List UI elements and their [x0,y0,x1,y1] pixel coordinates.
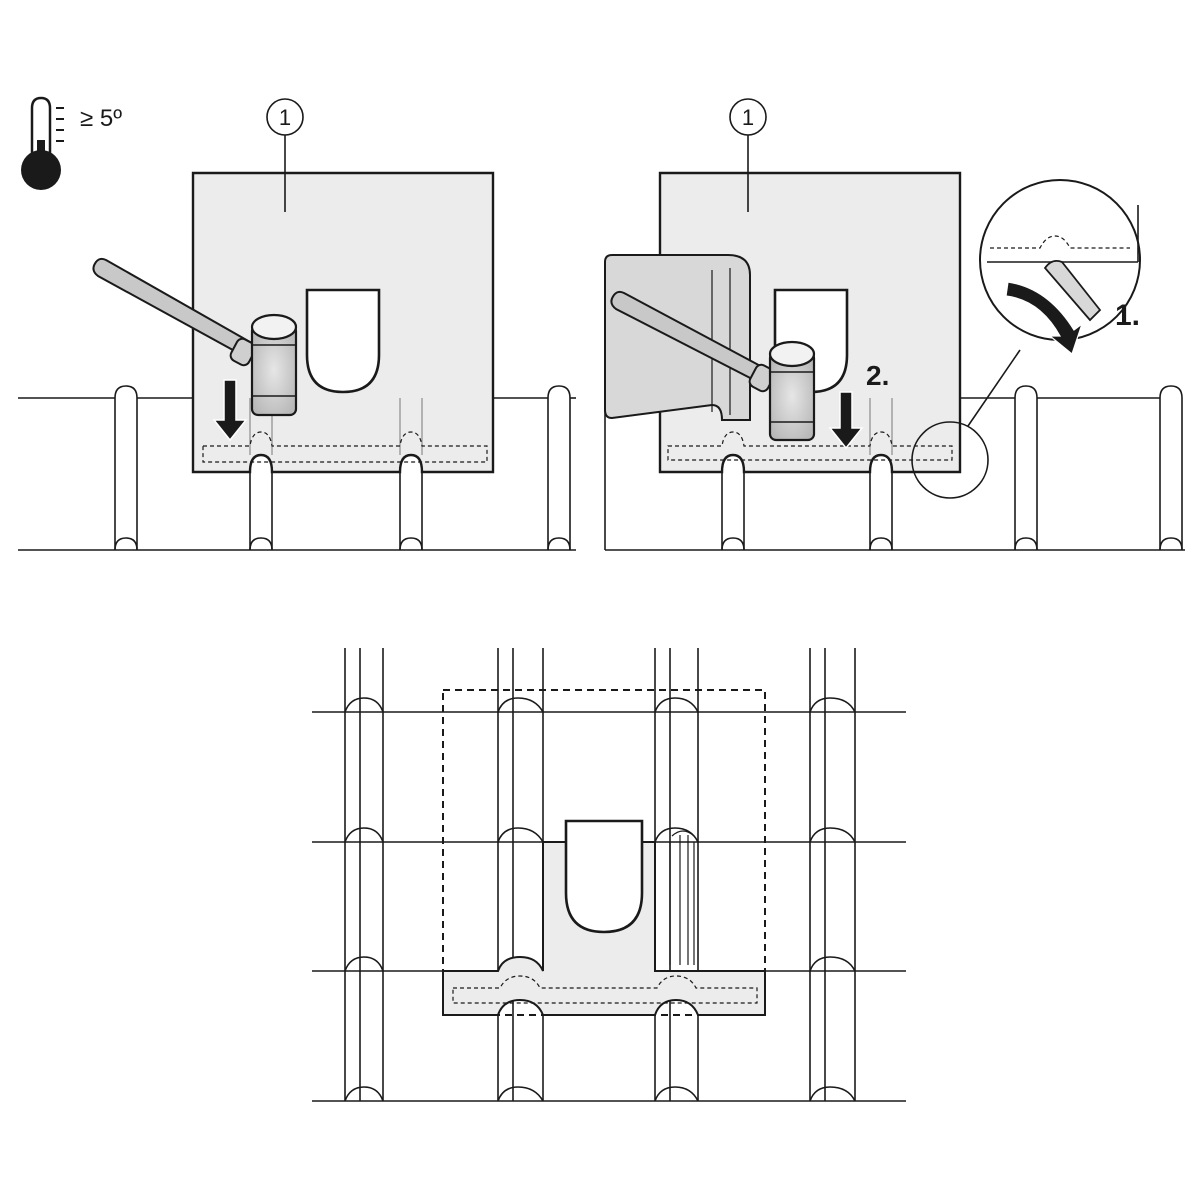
membrane-outline-dashed [442,689,766,1016]
roof-tiles-right [604,385,1185,551]
roof-tiles-left [18,385,576,551]
step-1-label: 1. [1115,299,1140,332]
membrane-cutout-bottom [564,819,644,934]
roof-tiles-bottom [312,648,906,1102]
mallet-icon-right [610,290,816,442]
callout-number-left: 1 [279,105,291,130]
mallet-icon-left [92,257,298,417]
adhesive-strip-left [202,431,488,463]
panel-left [18,98,576,551]
detail-zoom [979,179,1141,356]
arrow-curved-icon [1005,281,1084,356]
panel-bottom [312,648,906,1102]
callout-number-right: 1 [742,105,754,130]
detail-marker-circle [911,421,989,499]
temperature-label: ≥ 5º [80,105,122,132]
membrane-cutout-left [305,288,381,394]
thermometer-icon [21,96,64,190]
adhesive-strip-right [667,431,953,461]
step-2-label: 2. [866,360,889,391]
arrow-down-icon-right [828,391,864,450]
arrow-down-icon-left [212,379,248,442]
panel-right [604,98,1185,551]
membrane-ribs [669,830,695,965]
adhesive-strip-bottom [452,975,758,1004]
